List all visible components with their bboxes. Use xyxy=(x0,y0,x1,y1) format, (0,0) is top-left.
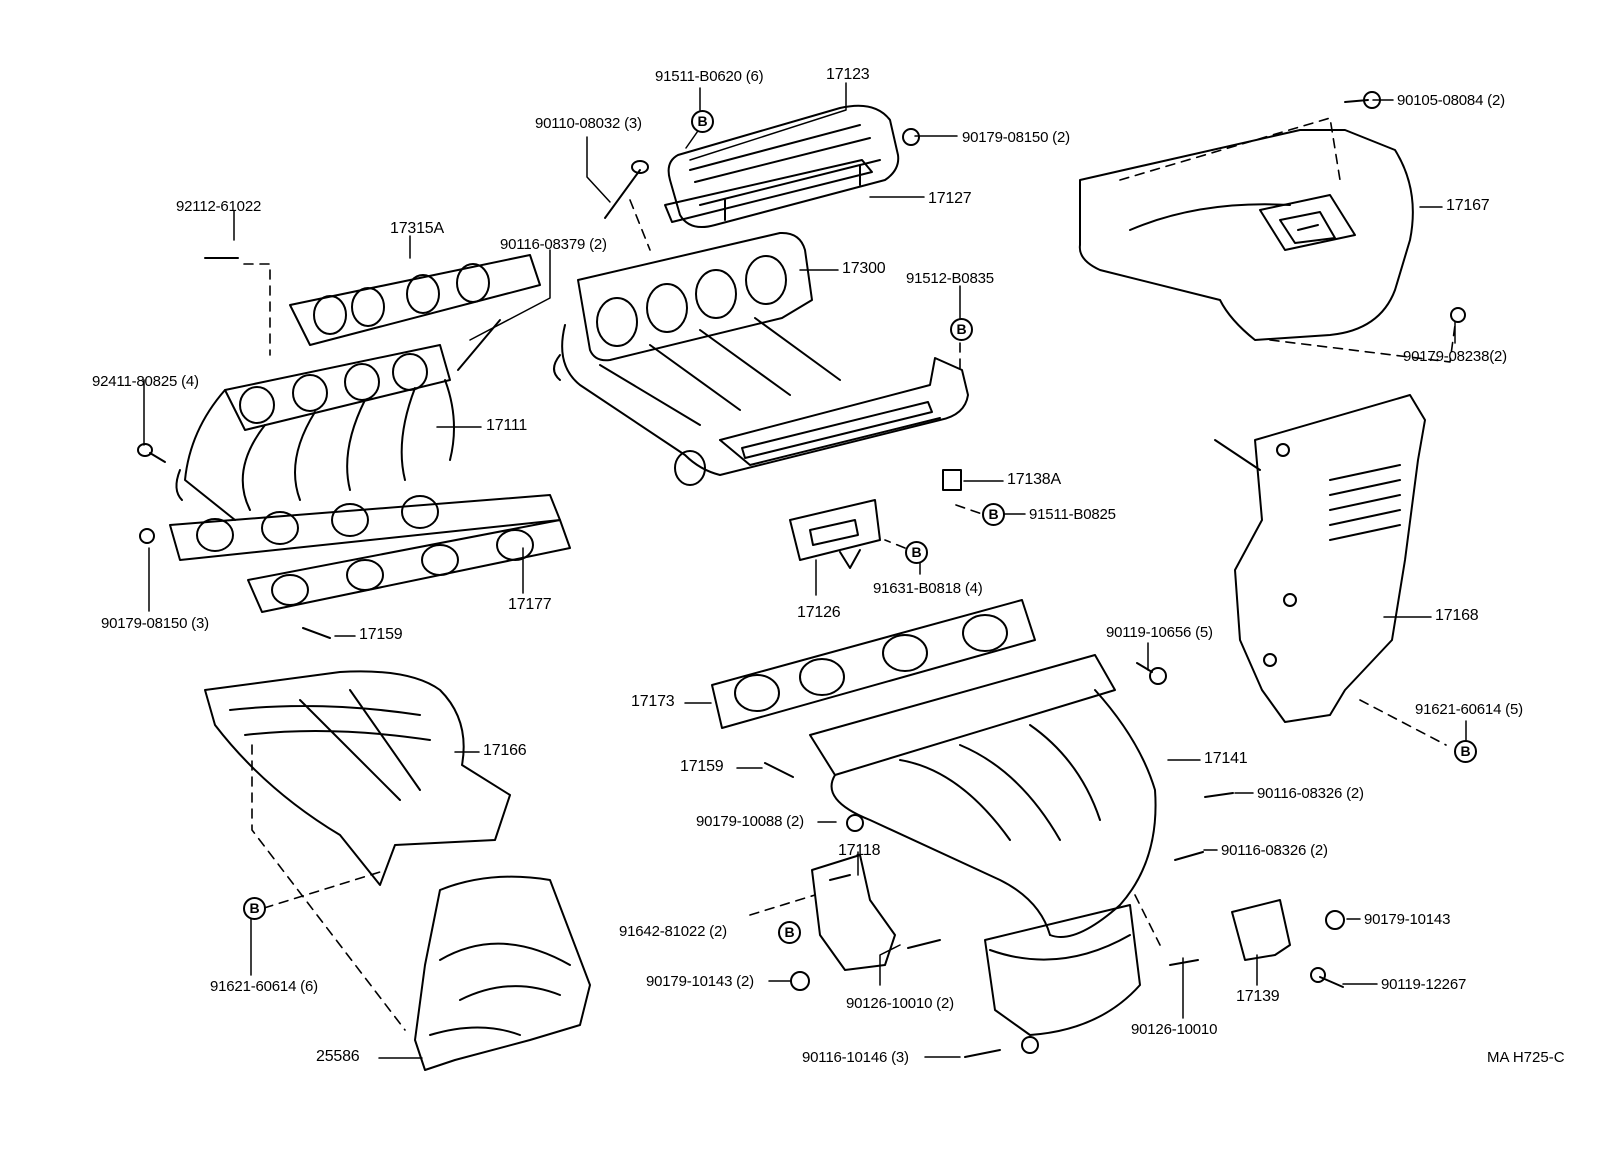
label-17167: 17167 xyxy=(1446,197,1490,214)
label-91621-60614-a: 91621-60614 (5) xyxy=(1415,701,1523,718)
label-91511-b0620: 91511-B0620 (6) xyxy=(655,68,764,85)
leader-lines xyxy=(143,82,1467,1059)
label-17315a: 17315A xyxy=(390,220,444,237)
part-25586-insulator xyxy=(414,875,591,1071)
ref-marker-b: B xyxy=(243,897,266,920)
part-17111-intake-manifold xyxy=(175,344,455,521)
bolt-90110-08032 xyxy=(604,160,649,219)
label-90179-08238: 90179-08238(2) xyxy=(1403,348,1507,365)
label-17111: 17111 xyxy=(486,417,528,434)
label-17173: 17173 xyxy=(631,693,675,710)
part-17173-gasket xyxy=(711,599,1036,729)
label-90179-10088: 90179-10088 (2) xyxy=(696,813,804,830)
label-17300: 17300 xyxy=(842,260,886,277)
ref-marker-b: B xyxy=(950,318,973,341)
part-17127-gasket xyxy=(664,159,873,223)
label-25586: 25586 xyxy=(316,1048,360,1065)
label-17166: 17166 xyxy=(483,742,527,759)
part-17168-heat-insulator xyxy=(1214,394,1426,723)
label-17159-b: 17159 xyxy=(680,758,724,775)
part-17118-bracket xyxy=(811,854,896,971)
label-92411-80825: 92411-80825 (4) xyxy=(92,373,199,390)
part-17123-cover xyxy=(667,104,900,228)
label-90105-08084: 90105-08084 (2) xyxy=(1397,92,1505,109)
label-92112-61022: 92112-61022 xyxy=(176,198,262,215)
label-90126-10010-b: 90126-10010 xyxy=(1131,1021,1218,1038)
part-17139-bracket xyxy=(1231,899,1291,961)
label-91631-b0818: 91631-B0818 (4) xyxy=(873,580,983,597)
label-90110-08032: 90110-08032 (3) xyxy=(535,115,642,132)
label-17141: 17141 xyxy=(1204,750,1248,767)
part-17300-intake-chamber xyxy=(553,231,969,486)
label-90119-12267: 90119-12267 xyxy=(1381,976,1467,993)
label-90116-10146: 90116-10146 (3) xyxy=(802,1049,909,1066)
label-90116-08326-a: 90116-08326 (2) xyxy=(1257,785,1364,802)
ref-marker-b: B xyxy=(1454,740,1477,763)
label-90119-10656: 90119-10656 (5) xyxy=(1106,624,1213,641)
ref-marker-b: B xyxy=(691,110,714,133)
fasteners-left xyxy=(137,257,331,639)
dashed-guides xyxy=(243,117,1456,1031)
washers-center xyxy=(902,128,920,146)
part-17166-heat-insulator xyxy=(204,670,511,886)
label-90126-10010-a: 90126-10010 (2) xyxy=(846,995,954,1012)
label-91511-b0825: 91511-B0825 xyxy=(1029,506,1116,523)
label-91512-b0835: 91512-B0835 xyxy=(906,270,994,287)
label-90179-10143-b: 90179-10143 (2) xyxy=(646,973,754,990)
fasteners-right xyxy=(764,91,1466,1058)
label-17159-a: 17159 xyxy=(359,626,403,643)
part-17167-engine-cover xyxy=(1078,129,1414,341)
ref-marker-b: B xyxy=(982,503,1005,526)
label-17139: 17139 xyxy=(1236,988,1280,1005)
part-17126-bracket xyxy=(789,499,881,569)
label-17138a: 17138A xyxy=(1007,471,1061,488)
label-17118: 17118 xyxy=(838,842,881,859)
label-90179-08150-a: 90179-08150 (2) xyxy=(962,129,1070,146)
part-17315a-gasket xyxy=(289,254,541,346)
label-90179-10143-a: 90179-10143 xyxy=(1364,911,1451,928)
label-17177: 17177 xyxy=(508,596,552,613)
label-91642-81022: 91642-81022 (2) xyxy=(619,923,727,940)
label-17123: 17123 xyxy=(826,66,870,83)
ref-marker-b: B xyxy=(905,541,928,564)
ref-marker-b: B xyxy=(778,921,801,944)
stud-90116-08379 xyxy=(457,319,501,371)
part-17138a xyxy=(942,469,962,491)
label-17127: 17127 xyxy=(928,190,972,207)
label-91621-60614-b: 91621-60614 (6) xyxy=(210,978,318,995)
label-17126: 17126 xyxy=(797,604,841,621)
label-17168: 17168 xyxy=(1435,607,1479,624)
label-90179-08150-b: 90179-08150 (3) xyxy=(101,615,209,632)
part-17141-exhaust-manifold xyxy=(809,654,1157,1054)
part-17177-gasket xyxy=(169,494,571,613)
label-90116-08326-b: 90116-08326 (2) xyxy=(1221,842,1328,859)
diagram-code: MA H725-C xyxy=(1487,1049,1565,1066)
label-90116-08379: 90116-08379 (2) xyxy=(500,236,607,253)
